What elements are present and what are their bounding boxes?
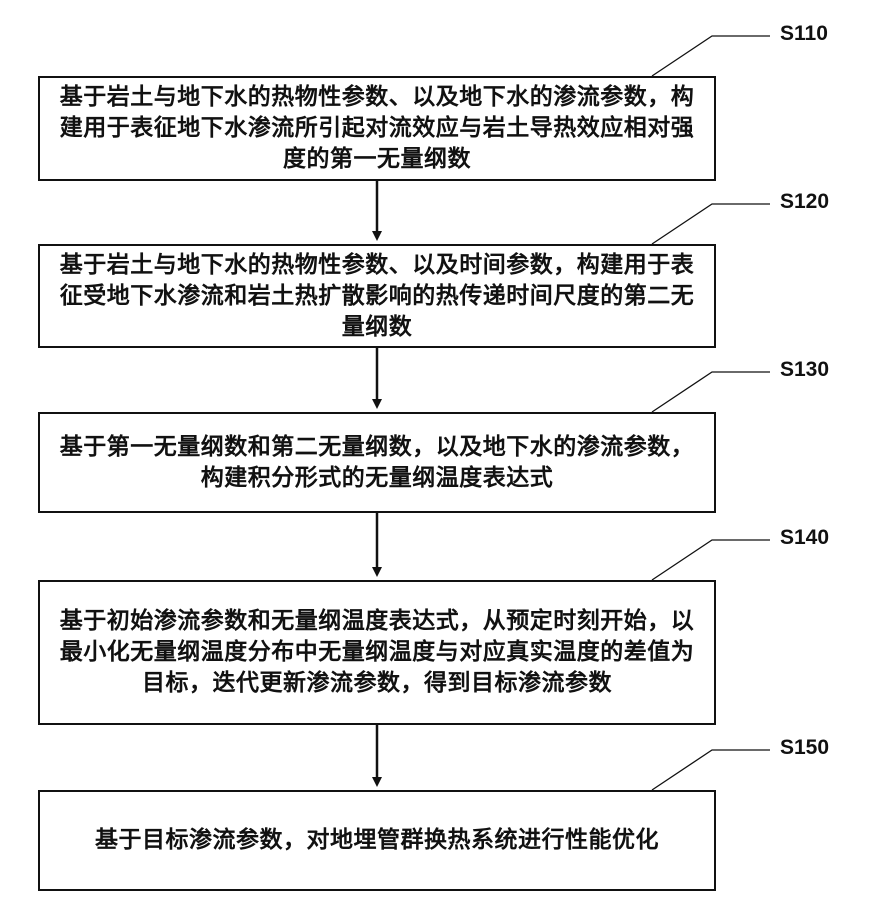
step-box-s130: 基于第一无量纲数和第二无量纲数，以及地下水的渗流参数，构建积分形式的无量纲温度表… (38, 412, 716, 513)
leader-line-s120 (652, 204, 770, 244)
step-box-s110: 基于岩土与地下水的热物性参数、以及地下水的渗流参数，构建用于表征地下水渗流所引起… (38, 76, 716, 181)
leader-line-s110 (652, 36, 770, 76)
step-text-s120: 基于岩土与地下水的热物性参数、以及时间参数，构建用于表征受地下水渗流和岩土热扩散… (50, 250, 704, 343)
step-text-s130: 基于第一无量纲数和第二无量纲数，以及地下水的渗流参数，构建积分形式的无量纲温度表… (50, 432, 704, 494)
step-label-s150: S150 (780, 736, 829, 760)
leader-line-s130 (652, 372, 770, 412)
leader-line-s150 (652, 750, 770, 790)
step-label-s120: S120 (780, 190, 829, 214)
leader-line-s140 (652, 540, 770, 580)
step-label-s110: S110 (780, 22, 828, 46)
step-label-s140: S140 (780, 526, 829, 550)
step-text-s110: 基于岩土与地下水的热物性参数、以及地下水的渗流参数，构建用于表征地下水渗流所引起… (50, 82, 704, 175)
step-text-s150: 基于目标渗流参数，对地埋管群换热系统进行性能优化 (95, 825, 659, 856)
step-box-s120: 基于岩土与地下水的热物性参数、以及时间参数，构建用于表征受地下水渗流和岩土热扩散… (38, 244, 716, 348)
step-box-s150: 基于目标渗流参数，对地埋管群换热系统进行性能优化 (38, 790, 716, 891)
step-box-s140: 基于初始渗流参数和无量纲温度表达式，从预定时刻开始，以最小化无量纲温度分布中无量… (38, 580, 716, 725)
step-text-s140: 基于初始渗流参数和无量纲温度表达式，从预定时刻开始，以最小化无量纲温度分布中无量… (50, 606, 704, 699)
step-label-s130: S130 (780, 358, 829, 382)
